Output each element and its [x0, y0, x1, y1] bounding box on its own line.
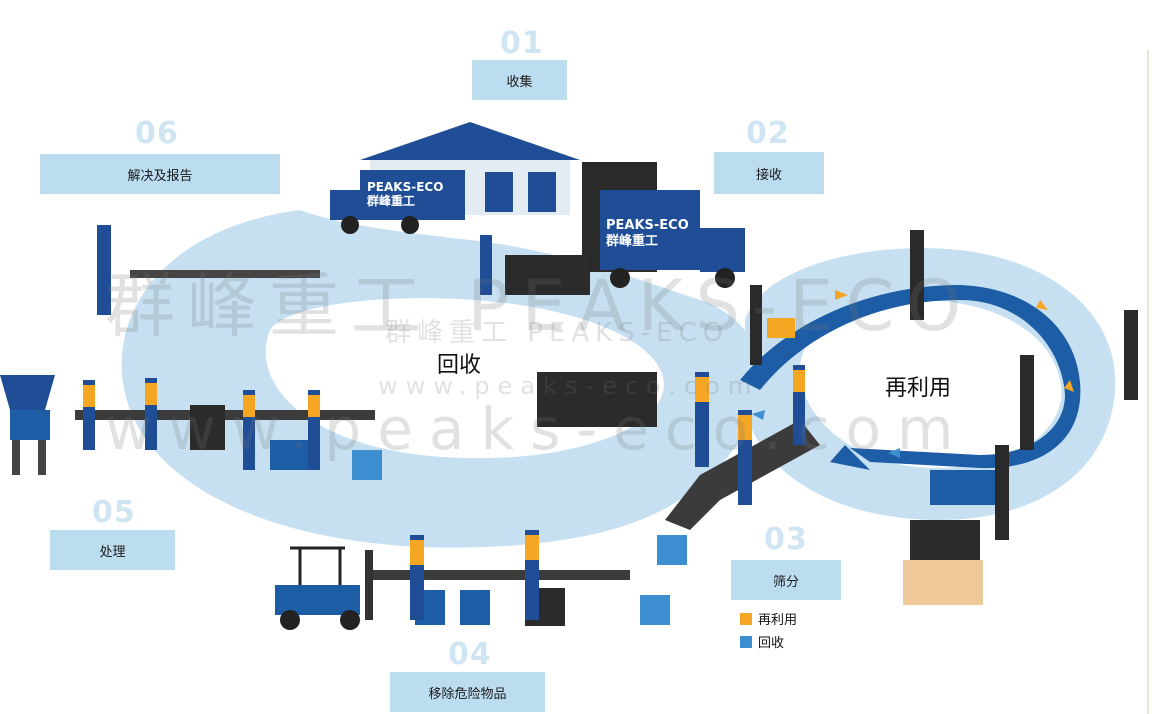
step-number-04: 04: [448, 637, 492, 672]
forklift: [275, 546, 373, 630]
brand-name: PEAKS-ECO: [367, 180, 444, 194]
recycle-loop-label: 回收: [437, 353, 482, 378]
legend-recycle: 回收: [740, 632, 784, 651]
vests: [83, 318, 805, 565]
step-label-collect: 收集: [472, 60, 567, 100]
recycle-bin: [657, 535, 687, 565]
pallet-devices-3: [910, 520, 980, 560]
flow-arrows: [835, 290, 1074, 392]
office-desk: [130, 270, 320, 278]
step-label-sort: 筛分: [731, 560, 841, 600]
step-number-06: 06: [135, 116, 179, 151]
truck-brand-left: PEAKS-ECO 群峰重工: [367, 180, 443, 208]
legend-swatch-recycle: [740, 635, 752, 648]
legend-label-recycle: 回收: [758, 636, 785, 651]
step-number-01: 01: [500, 26, 544, 61]
wooden-crate: [903, 560, 983, 605]
truck-left: [330, 170, 465, 234]
step-number-05: 05: [92, 495, 136, 530]
step-label-hazard: 移除危险物品: [390, 672, 545, 712]
step-number-02: 02: [746, 116, 790, 151]
hazard-conveyor: [365, 570, 630, 580]
recycle-bin: [640, 595, 670, 625]
pallet-devices-1: [505, 255, 590, 295]
legend-reuse: 再利用: [740, 609, 797, 628]
truck-right: [582, 162, 745, 288]
brand-name: PEAKS-ECO: [606, 218, 689, 233]
truck-brand-right: PEAKS-ECO 群峰重工: [606, 218, 689, 250]
step-label-process: 处理: [50, 530, 175, 570]
brand-sub: 群峰重工: [367, 194, 416, 208]
pallet-devices-2: [537, 372, 657, 427]
reuse-conveyor: [740, 285, 1081, 469]
shredder: [0, 375, 55, 475]
legend-swatch-reuse: [740, 612, 752, 625]
brand-sub: 群峰重工: [606, 234, 659, 249]
flow-arrows-blue: [752, 410, 900, 458]
step-number-03: 03: [764, 522, 808, 557]
step-label-report: 解决及报告: [40, 154, 280, 194]
worker-figures-dark: [750, 230, 1138, 540]
reuse-loop-label: 再利用: [885, 376, 952, 401]
legend-label-reuse: 再利用: [758, 613, 798, 628]
step-label-receive: 接收: [714, 152, 824, 194]
recycle-bin: [352, 450, 382, 480]
